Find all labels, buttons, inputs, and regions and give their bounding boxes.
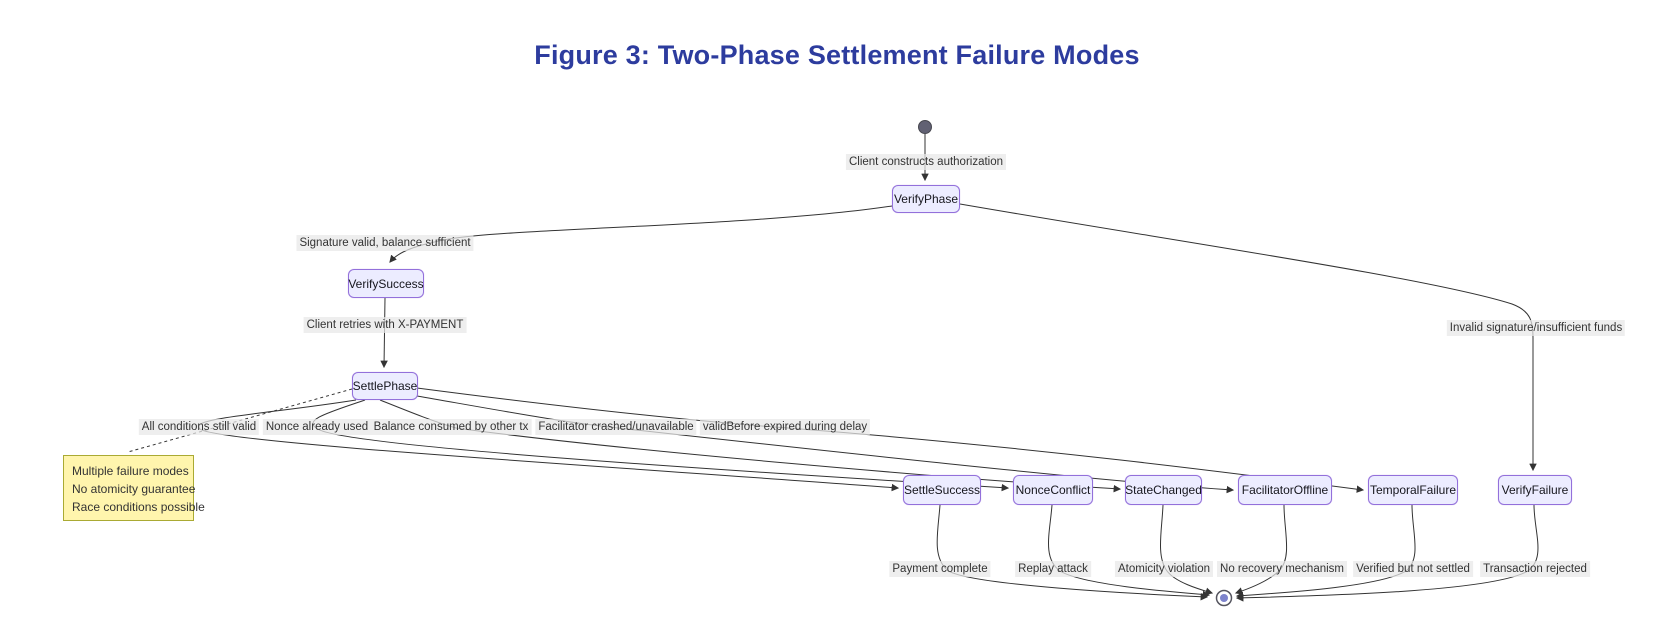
- edge-label-verified-not-settled: Verified but not settled: [1353, 561, 1473, 577]
- edge-label-invalid-signature: Invalid signature/insufficient funds: [1446, 320, 1626, 336]
- note-box: Multiple failure modes No atomicity guar…: [63, 455, 205, 521]
- edge-statechanged-to-end: [1159, 504, 1214, 595]
- note-line: Multiple failure modes: [72, 464, 189, 478]
- edge-label-nonce-used: Nonce already used: [262, 419, 372, 435]
- state-node-verifysuccess: VerifySuccess: [348, 269, 424, 298]
- edge-verifyphase-to-verifyfailure: [959, 203, 1537, 472]
- edge-facilitatoroffline-to-end: [1234, 504, 1288, 595]
- state-node-temporalfailure: TemporalFailure: [1368, 475, 1458, 505]
- edge-settlephase-to-facilitatoroffline: [416, 395, 1235, 494]
- state-node-nonceconflict: NonceConflict: [1013, 475, 1093, 505]
- edge-verifyphase-to-verifysuccess: [389, 205, 893, 263]
- edge-label-balance-consumed: Balance consumed by other tx: [370, 419, 532, 435]
- edge-label-validbefore-expired: validBefore expired during delay: [699, 419, 871, 435]
- edge-label-transaction-rejected: Transaction rejected: [1480, 561, 1590, 577]
- edge-settlephase-to-settlesuccess: [197, 399, 900, 492]
- edge-label-no-recovery: No recovery mechanism: [1217, 561, 1347, 577]
- edge-label-client-retries: Client retries with X-PAYMENT: [303, 317, 467, 333]
- state-node-verifyphase: VerifyPhase: [892, 185, 960, 213]
- edge-label-client-constructs: Client constructs authorization: [845, 154, 1007, 170]
- edge-settlephase-to-temporalfailure: [416, 387, 1365, 493]
- edge-nonceconflict-to-end: [1048, 504, 1211, 599]
- state-node-settlesuccess: SettleSuccess: [903, 475, 981, 505]
- edge-label-atomicity-violation: Atomicity violation: [1114, 561, 1214, 577]
- edge-label-facilitator-crashed: Facilitator crashed/unavailable: [535, 419, 697, 435]
- state-node-facilitatoroffline: FacilitatorOffline: [1238, 475, 1332, 505]
- state-node-statechanged: StateChanged: [1125, 475, 1202, 505]
- edge-settlephase-to-statechanged: [379, 399, 1122, 493]
- edge-label-payment-complete: Payment complete: [889, 561, 991, 577]
- note-line: Race conditions possible: [72, 500, 205, 514]
- end-state-icon: [1215, 589, 1233, 607]
- edge-verifyfailure-to-end: [1235, 504, 1539, 602]
- start-state-icon: [918, 120, 932, 134]
- edge-settlesuccess-to-end: [936, 504, 1209, 601]
- state-node-verifyfailure: VerifyFailure: [1498, 475, 1572, 505]
- note-line: No atomicity guarantee: [72, 482, 196, 496]
- edge-label-all-conditions: All conditions still valid: [138, 419, 260, 435]
- edge-label-signature-valid: Signature valid, balance sufficient: [296, 235, 474, 251]
- state-node-settlephase: SettlePhase: [352, 372, 418, 400]
- edge-label-replay-attack: Replay attack: [1015, 561, 1091, 577]
- edge-settlephase-to-nonceconflict: [312, 399, 1010, 492]
- diagram-title: Figure 3: Two-Phase Settlement Failure M…: [534, 40, 1140, 70]
- edge-temporalfailure-to-end: [1235, 504, 1416, 600]
